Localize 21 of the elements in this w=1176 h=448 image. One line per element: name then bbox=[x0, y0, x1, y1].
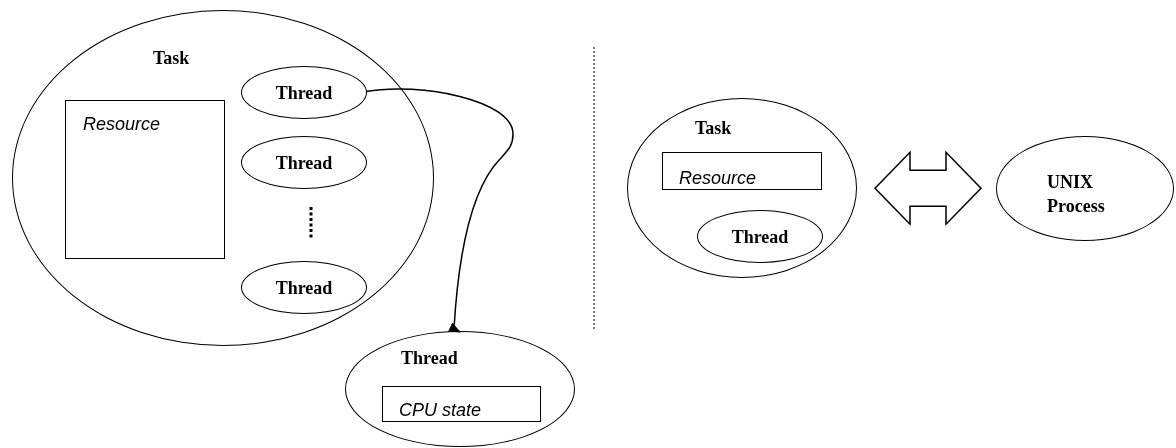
rect-node bbox=[662, 152, 822, 190]
node-label: Thread bbox=[731, 226, 789, 247]
node-label: CPU state bbox=[399, 400, 482, 420]
node-label: Thread bbox=[275, 82, 333, 103]
block-double-arrow bbox=[873, 150, 983, 227]
ellipse-node bbox=[241, 261, 367, 314]
node-label: Task bbox=[695, 118, 732, 138]
ellipse-node bbox=[241, 66, 367, 119]
ellipse-node bbox=[996, 136, 1174, 241]
node-label: UNIX Process bbox=[1047, 172, 1105, 216]
ellipse-node bbox=[697, 210, 823, 263]
rect-node bbox=[382, 386, 541, 422]
node-label: Thread bbox=[275, 152, 333, 173]
node-label: Resource bbox=[83, 114, 161, 134]
node-label: Thread bbox=[401, 348, 458, 368]
node-label: Resource bbox=[679, 168, 757, 188]
ellipse-node bbox=[241, 136, 367, 189]
node-label: Task bbox=[153, 48, 190, 68]
curved-arrow bbox=[365, 88, 514, 333]
node-label: Thread bbox=[275, 277, 333, 298]
rect-node bbox=[65, 100, 225, 259]
